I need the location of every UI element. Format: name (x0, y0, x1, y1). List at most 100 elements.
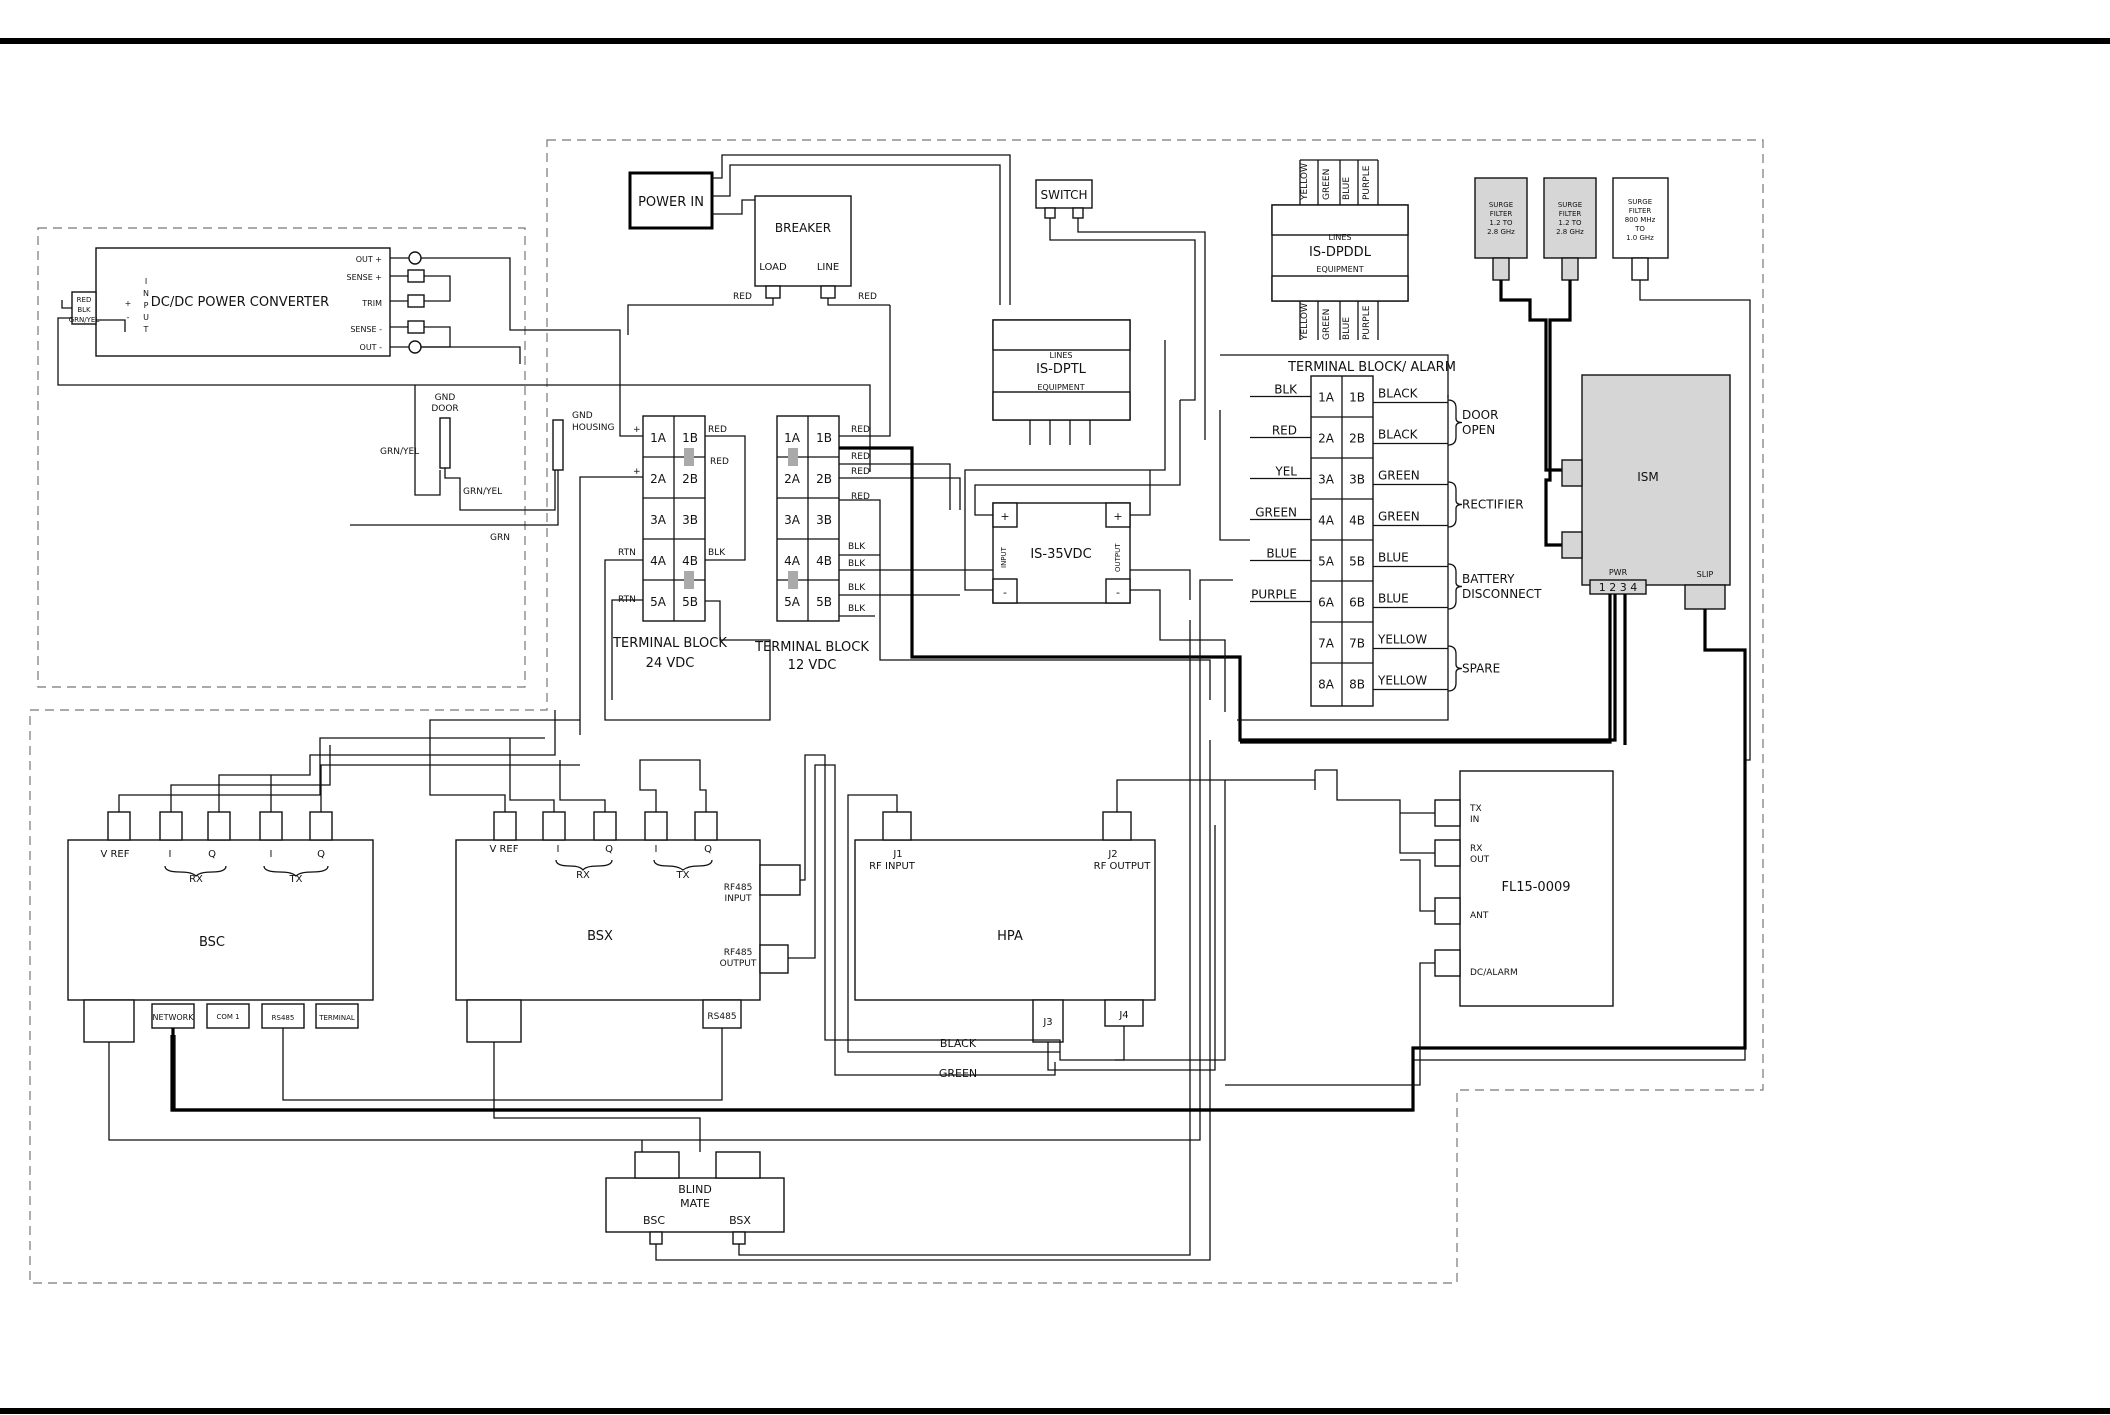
alarm-right-wire: YELLOW (1377, 674, 1427, 688)
alarm-left-wire: PURPLE (1251, 588, 1297, 602)
alarm-left-wire: YEL (1274, 465, 1297, 479)
fl-rx-out-label: RX (1470, 844, 1482, 854)
alarm-cell: 7A (1318, 637, 1335, 651)
dcdc-terminal-label: SENSE - (350, 325, 382, 334)
tb24-rtn: RTN (618, 548, 636, 558)
lower-wiring (108, 579, 1435, 1261)
alarm-cell: 1A (1318, 391, 1335, 405)
dpddl-bottom-wire: YELLOW (1300, 303, 1310, 341)
tb12-cell: 1B (816, 431, 832, 445)
bsc-q-label: Q (317, 849, 325, 860)
fl15-0009-filter: FL15-0009 TX IN RX OUT ANT DC/ALARM (1434, 770, 1614, 1007)
alarm-cell: 8B (1349, 678, 1365, 692)
switch-label: SWITCH (1040, 188, 1087, 202)
power-in-box: POWER IN (628, 171, 714, 230)
bsc-i-label: I (169, 849, 172, 860)
wire-label-green: GREEN (939, 1067, 977, 1080)
blind-mate-bsx-label: BSX (729, 1214, 751, 1227)
dcdc-input-wire: BLK (77, 306, 91, 314)
terminal-block-24vdc: 1A 1B 2A 2B 3A 3B 4A 4B 5A 5B TERMINAL B… (579, 345, 771, 735)
surge-label: 2.8 GHz (1487, 228, 1515, 236)
hpa-j1-label: J1 (892, 849, 902, 860)
hpa-j4-label: J4 (1118, 1010, 1128, 1021)
surge-label: FILTER (1490, 210, 1513, 218)
surge-filter-1: SURGE FILTER 1.2 TO 2.8 GHz (1474, 177, 1528, 281)
surge-label: 1.2 TO (1489, 219, 1513, 227)
dcdc-input-letter: T (143, 325, 149, 334)
alarm-cell: 2B (1349, 432, 1365, 446)
alarm-group-label: DISCONNECT (1462, 587, 1542, 601)
ism-slip-label: SLIP (1697, 570, 1714, 579)
dcdc-input-sign: - (127, 313, 130, 322)
alarm-group-label: RECTIFIER (1462, 498, 1524, 512)
ism-module: ISM PWR SLIP 1 2 3 4 (1561, 374, 1731, 610)
dpddl-bottom-wire: BLUE (1342, 317, 1352, 340)
dpddl-top-wire: PURPLE (1362, 165, 1372, 200)
bsx-rf485-input-label: INPUT (725, 894, 752, 904)
hpa-j2-label: J2 (1107, 849, 1117, 860)
alarm-cell: 8A (1318, 678, 1335, 692)
alarm-left-wire: RED (1272, 424, 1297, 438)
is-dptl-module: IS-DPTL LINES EQUIPMENT (992, 319, 1131, 445)
hpa-unit: HPA J1 RF INPUT J2 RF OUTPUT J3 J4 (854, 811, 1156, 1043)
dcdc-input-letter: N (143, 289, 149, 298)
dcdc-input-wire: GRN/YEL (69, 316, 100, 324)
tb12-cell: 5A (784, 595, 801, 609)
alarm-right-wire: BLUE (1378, 592, 1409, 606)
wire-label-black: BLACK (940, 1037, 977, 1050)
dcdc-input-wire: RED (77, 296, 92, 304)
tb24-cell: 1B (682, 431, 698, 445)
surge-label: TO (1634, 225, 1645, 233)
alarm-group-label: OPEN (1462, 423, 1495, 437)
dcdc-converter: DC/DC POWER CONVERTER I N P U T + - OUT … (95, 247, 621, 364)
dptl-equipment-label: EQUIPMENT (1037, 383, 1084, 392)
wire-label-red: RED (851, 492, 870, 502)
wire-label-blk: BLK (848, 604, 866, 614)
alarm-right-wire: GREEN (1378, 469, 1420, 483)
bsc-tx-label: TX (289, 874, 303, 885)
bsx-unit: BSX V REF I Q I Q RX TX RF485 INPUT RF48… (455, 811, 801, 1043)
alarm-cell: 1B (1349, 391, 1365, 405)
tb24-plus: + (633, 467, 641, 477)
terminal-block-12vdc: 1A 1B 2A 2B 3A 3B 4A 4B 5A 5B TERMINAL B… (754, 305, 1617, 742)
wire-label-red: RED (858, 292, 877, 302)
alarm-cell: 5A (1318, 555, 1335, 569)
dpddl-bottom-wire: PURPLE (1362, 305, 1372, 340)
alarm-right-wire: GREEN (1378, 510, 1420, 524)
tb24-cell: 4B (682, 554, 698, 568)
is35-plus: + (1000, 510, 1009, 523)
bsc-rs485-label: RS485 (272, 1014, 295, 1022)
dpddl-equipment-label: EQUIPMENT (1316, 265, 1363, 274)
alarm-cell: 6B (1349, 596, 1365, 610)
bsx-rf485-output-label: OUTPUT (720, 959, 757, 969)
fl-tx-in-label: TX (1469, 804, 1482, 814)
ism-pins-label: 1 2 3 4 (1599, 581, 1637, 594)
bsx-q-label: Q (704, 844, 712, 855)
tb24-title: 24 VDC (646, 656, 695, 671)
fl-rx-out-label: OUT (1470, 855, 1490, 865)
dcdc-input-sign: + (125, 299, 132, 308)
dptl-lines-label: LINES (1050, 351, 1073, 360)
wire-ism-pwr-1 (1240, 594, 1612, 744)
alarm-cell: 3B (1349, 473, 1365, 487)
wire-power-in-3 (712, 199, 755, 215)
wire-label-red: RED (851, 425, 870, 435)
wire-label-blk: BLK (848, 583, 866, 593)
alarm-cell: 5B (1349, 555, 1365, 569)
alarm-cell: 4A (1318, 514, 1335, 528)
bsx-vref-label: V REF (489, 844, 518, 855)
surge-label: 1.2 TO (1558, 219, 1582, 227)
is35-minus: - (1003, 586, 1007, 599)
blind-mate-connector: BLIND MATE BSC BSX (605, 1151, 785, 1245)
alarm-right-wire: BLUE (1378, 551, 1409, 565)
is35-minus: - (1116, 586, 1120, 599)
tb12-cell: 1A (784, 431, 801, 445)
bsx-rf485-output-label: RF485 (724, 948, 753, 958)
is-dpddl-module: IS-DPDDL LINES EQUIPMENT YELLOW GREEN BL… (1271, 159, 1409, 341)
ism-label: ISM (1637, 470, 1659, 484)
hpa-j1-label: RF INPUT (869, 861, 916, 872)
tb12-cell: 4A (784, 554, 801, 568)
wire-label-red: RED (733, 292, 752, 302)
alarm-right-wire: BLACK (1378, 428, 1419, 442)
